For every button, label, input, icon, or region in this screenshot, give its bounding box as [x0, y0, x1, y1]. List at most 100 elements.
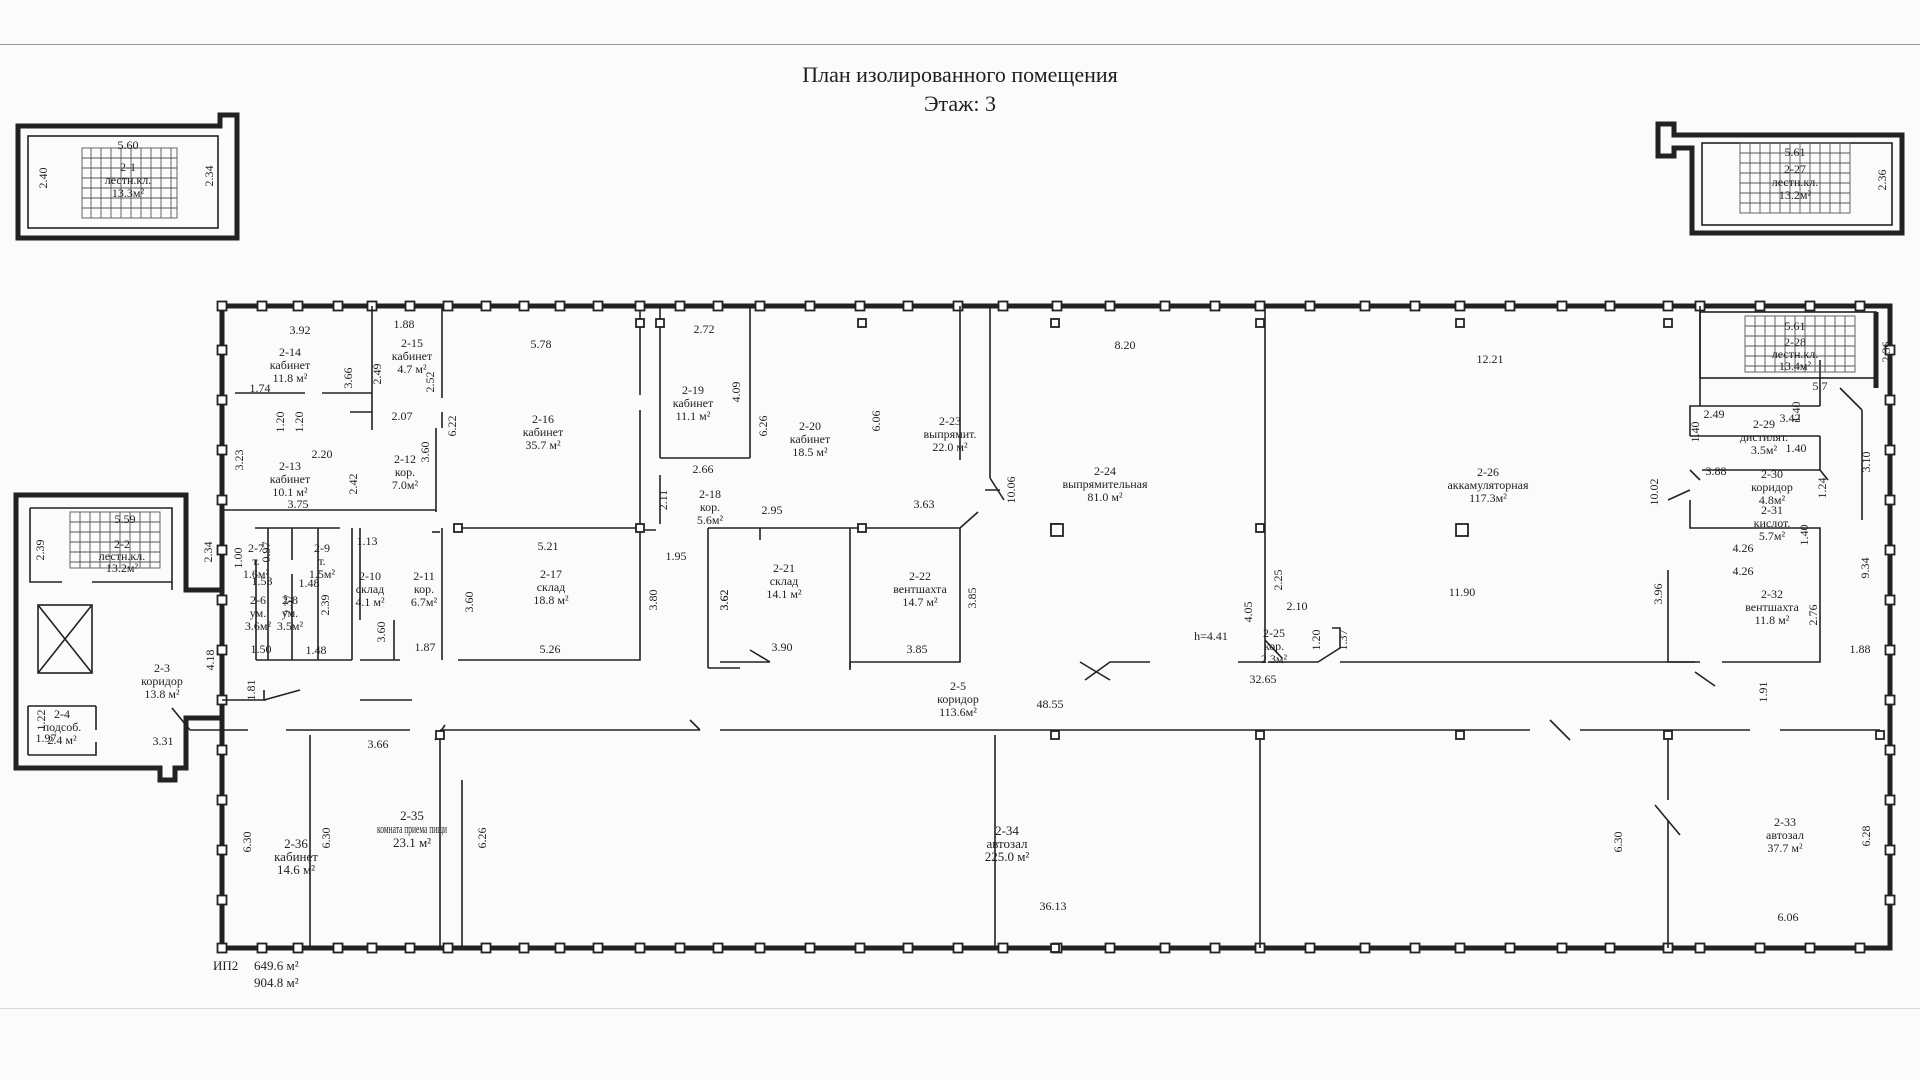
- dimension-label: 2.37: [281, 595, 295, 616]
- column: [216, 344, 228, 356]
- room-2-15-area: 4.7 м²: [397, 362, 427, 376]
- dimension-label: 2.52: [423, 372, 437, 393]
- room-2-31-name: кислот.: [1754, 516, 1791, 530]
- column: [1455, 523, 1469, 537]
- column: [754, 942, 766, 954]
- room-2-35-name: комната приема пищи: [377, 821, 447, 836]
- room-2-22-id: 2-22: [909, 569, 931, 583]
- column: [256, 942, 268, 954]
- room-2-31-id: 2-31: [1761, 503, 1783, 517]
- column: [952, 300, 964, 312]
- stair-2-27-id: 2-27: [1784, 162, 1806, 176]
- dimension-label: 2.07: [392, 409, 413, 423]
- column: [480, 300, 492, 312]
- dimension-label: 8.20: [1115, 338, 1136, 352]
- column: [1663, 318, 1673, 328]
- stair-2-1-id: 2-1: [120, 160, 136, 174]
- dimension-label: 3.85: [965, 588, 979, 609]
- dimension-label: 3.60: [418, 442, 432, 463]
- dimension-label: 1.97: [36, 731, 57, 745]
- dimension-label: 1.40: [1786, 441, 1807, 455]
- column: [1359, 300, 1371, 312]
- stair-2-2-dim-right: 2.34: [201, 542, 215, 563]
- dimension-label: 1.74: [250, 381, 271, 395]
- dimension-label: 6.28: [1859, 826, 1873, 847]
- room-2-5-id: 2-5: [950, 679, 966, 693]
- room-2-17-id: 2-17: [540, 567, 562, 581]
- dimension-label: 48.55: [1037, 697, 1064, 711]
- dimension-label: 1.48: [306, 643, 327, 657]
- dimension-label: 1.87: [415, 640, 436, 654]
- stair-2-1-dim-right: 2.34: [202, 166, 216, 187]
- room-2-9-area: 1.5м²: [309, 567, 336, 581]
- room-2-6-name: ум.: [250, 606, 266, 620]
- room-2-4-name: подсоб.: [43, 720, 82, 734]
- dimension-label: 1.20: [1309, 630, 1323, 651]
- room-2-29-area: 3.5м²: [1751, 443, 1778, 457]
- dimension-label: 1.95: [666, 549, 687, 563]
- room-2-22-name: вентшахта: [893, 582, 947, 596]
- dimension-label: 0.97: [259, 542, 273, 563]
- dimension-label: 3.88: [1706, 464, 1727, 478]
- stair-2-28-area: 13.4м²: [1779, 359, 1812, 373]
- dimension-label: 1.91: [1756, 682, 1770, 703]
- column: [1209, 942, 1221, 954]
- column: [1159, 300, 1171, 312]
- room-2-20-id: 2-20: [799, 419, 821, 433]
- column: [1454, 300, 1466, 312]
- column: [1754, 942, 1766, 954]
- column: [216, 494, 228, 506]
- room-2-35-id: 2-35: [400, 808, 424, 823]
- column: [1304, 942, 1316, 954]
- stair-2-2-dim-top: 5.59: [115, 512, 136, 526]
- room-2-17-name: склад: [537, 580, 566, 594]
- column: [854, 942, 866, 954]
- dimension-label: 2.42: [346, 474, 360, 495]
- room-2-32-id: 2-32: [1761, 587, 1783, 601]
- dimension-label: 3.85: [907, 642, 928, 656]
- column: [1884, 694, 1896, 706]
- stair-2-28-id: 2-28: [1784, 335, 1806, 349]
- room-2-24-name: выпрямительная: [1063, 477, 1148, 491]
- column: [1884, 644, 1896, 656]
- dimension-label: 3.62: [717, 590, 731, 611]
- column: [292, 942, 304, 954]
- stair-2-1-dim-left: 2.40: [36, 168, 50, 189]
- dimension-label: 3.66: [368, 737, 389, 751]
- room-2-20-area: 18.5 м²: [792, 445, 828, 459]
- column: [1359, 942, 1371, 954]
- dimension-label: 3.90: [772, 640, 793, 654]
- column: [216, 894, 228, 906]
- dimension-label: 2.76: [1806, 605, 1820, 626]
- column: [1556, 300, 1568, 312]
- room-2-8-id: 2-8: [282, 593, 298, 607]
- column: [754, 300, 766, 312]
- room-2-18-area: 5.6м²: [697, 513, 724, 527]
- column: [1556, 942, 1568, 954]
- dimension-label: 1.22: [34, 710, 48, 731]
- dimension-label: 1.40: [1789, 402, 1803, 423]
- dimension-label: 2.20: [312, 447, 333, 461]
- dimension-label: 10.06: [1004, 477, 1018, 504]
- room-2-23-name: выпрямит.: [923, 427, 976, 441]
- room-2-19-name: кабинет: [673, 396, 714, 410]
- room-2-13-area: 10.1 м²: [272, 485, 308, 499]
- room-2-5-area: 113.6м²: [939, 705, 977, 719]
- room-2-29-name: дистилят.: [1740, 430, 1788, 444]
- room-2-34-name: автозал: [986, 836, 1028, 851]
- column: [902, 300, 914, 312]
- room-2-23-id: 2-23: [939, 414, 961, 428]
- dimension-label: 5.26: [540, 642, 561, 656]
- room-2-32-name: вентшахта: [1745, 600, 1799, 614]
- column: [997, 300, 1009, 312]
- interior-partitions: [222, 306, 1880, 948]
- column: [1604, 300, 1616, 312]
- room-2-21-name: склад: [770, 574, 799, 588]
- room-2-22-area: 14.7 м²: [902, 595, 938, 609]
- dimension-label: 1.37: [1336, 630, 1350, 651]
- dimension-label: 3.96: [1651, 584, 1665, 605]
- column: [1663, 730, 1673, 740]
- room-2-23-area: 22.0 м²: [932, 440, 968, 454]
- stair-block-2-1: 5.60 2.40 2.34 2-1 лестн.кл. 13.3м²: [15, 112, 240, 241]
- dimension-label: 4.09: [729, 382, 743, 403]
